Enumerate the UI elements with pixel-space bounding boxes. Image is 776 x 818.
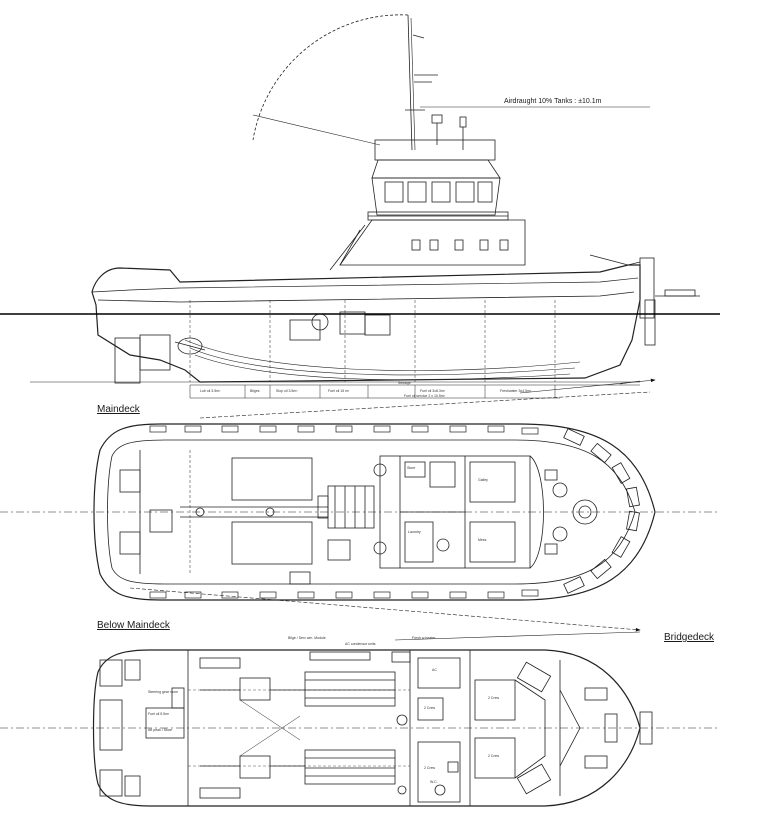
deckhouse <box>329 219 526 271</box>
tank-label-fuel-service: Fuel oil service 2 x 10.5m³ <box>404 394 445 398</box>
room-label-store: Store <box>407 466 416 470</box>
tank-label-slop-oil: Slop oil 3.5m³ <box>276 389 298 393</box>
tank-label-lub-oil: Lub oil 3.5m³ <box>200 389 221 393</box>
room-label-mess: Mess <box>478 538 487 542</box>
room-label-ac: AC <box>432 668 437 672</box>
tank-label-fuel-oil-3x: Fuel oil 3x8.3m³ <box>420 389 445 393</box>
cabin-label-3: 2 Crew <box>424 706 436 710</box>
maindeck-plan <box>0 391 720 632</box>
cabin-label-2: 2 Crew <box>488 754 500 758</box>
tank-label-fuel-oil-15: Fuel oil 15 m³ <box>328 389 350 393</box>
room-label-wc: W.C. <box>430 780 438 784</box>
mast-fold-arc <box>252 14 409 141</box>
cabin-label-4: 2 Crew <box>424 766 436 770</box>
hatch-aft-bottom <box>231 521 313 565</box>
steering-gear-room <box>99 650 189 806</box>
view-title-bridgedeck: Bridgedeck <box>664 632 715 643</box>
view-title-below-maindeck: Below Maindeck <box>97 620 170 631</box>
deckhouse-plan <box>327 455 544 569</box>
room-label-laundry: Laundry <box>408 530 421 534</box>
equipment-label-freshwater-heater: Fresh w heater <box>412 636 436 640</box>
airdraught-annotation: Airdraught 10% Tanks : ±10.1m <box>504 98 602 105</box>
below-deck-hull-outline <box>92 649 641 807</box>
hull-profile <box>91 254 700 384</box>
towing-winch <box>180 485 375 529</box>
tank-label-boxes <box>189 384 640 399</box>
tank-label-freshwater: Freshwater 3x4.5m³ <box>500 389 532 393</box>
equipment-label-ac-condenser: AC condensor units <box>345 642 376 646</box>
cabin-label-1: 2 Crew <box>488 696 500 700</box>
hatch-aft-top <box>231 457 313 501</box>
below-maindeck-plan <box>0 631 720 807</box>
equipment-label-bilge-module: Bilge / Serv wm. Module <box>288 636 326 640</box>
maindeck-hull-outline <box>93 423 656 601</box>
tank-label-fuel-oil-aft: Fuel oil 5.5m³ <box>148 712 170 716</box>
bow-mooring-equipment <box>544 469 598 555</box>
tank-label-sewage: Sewage <box>398 381 411 385</box>
bow-fenders <box>563 428 640 594</box>
room-label-galley: Galley <box>478 478 488 482</box>
room-label-aft-peak: Aft peak / Store <box>148 728 173 732</box>
room-label-steering-gear: Steering gear room <box>148 690 178 694</box>
fenders-top <box>149 425 539 435</box>
mast <box>405 14 467 151</box>
fenders-bottom <box>149 589 539 599</box>
crew-accommodation <box>417 650 618 806</box>
wheelhouse <box>367 139 509 221</box>
tank-label-bilges: Bilges <box>250 389 260 393</box>
profile-view <box>0 14 720 399</box>
engine-room <box>188 650 411 806</box>
view-title-maindeck: Maindeck <box>97 404 140 415</box>
